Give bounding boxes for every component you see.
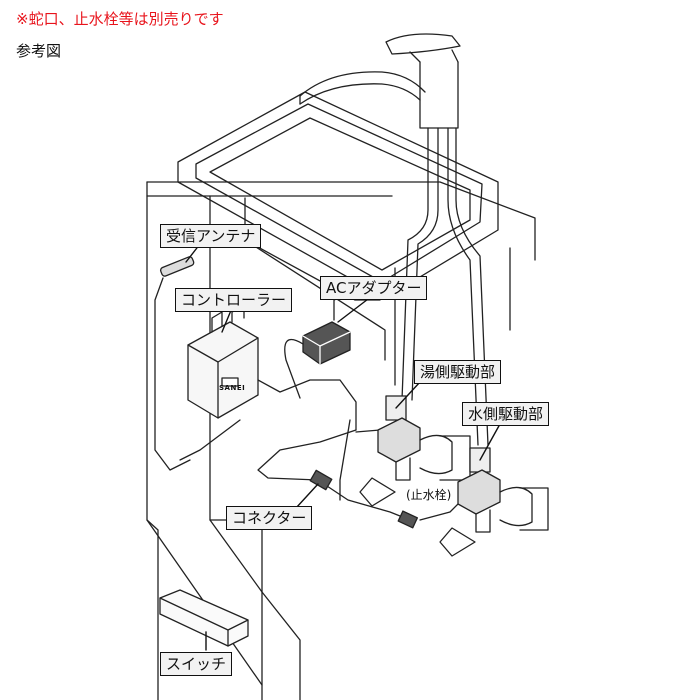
ac-adapter [302,293,351,365]
faucet [299,33,489,446]
label-controller: コントローラー [175,288,293,312]
label-stop-valve: (止水栓) [406,488,452,502]
controller [187,305,259,419]
label-switch: スイッチ [160,652,233,676]
label-ac-adapter: ACアダプター [320,276,428,300]
connector-part [309,469,419,529]
brand-logo: SANEI [219,384,246,392]
label-antenna: 受信アンテナ [160,224,262,248]
label-connector: コネクター [226,506,313,530]
note-text: ※蛇口、止水栓等は別売りです [16,10,224,28]
reference-title: 参考図 [16,42,62,60]
cold-drive-unit [439,447,549,557]
label-hot-drive: 湯側駆動部 [414,360,502,384]
switch-part [159,589,249,647]
label-cold-drive: 水側駆動部 [462,402,550,426]
